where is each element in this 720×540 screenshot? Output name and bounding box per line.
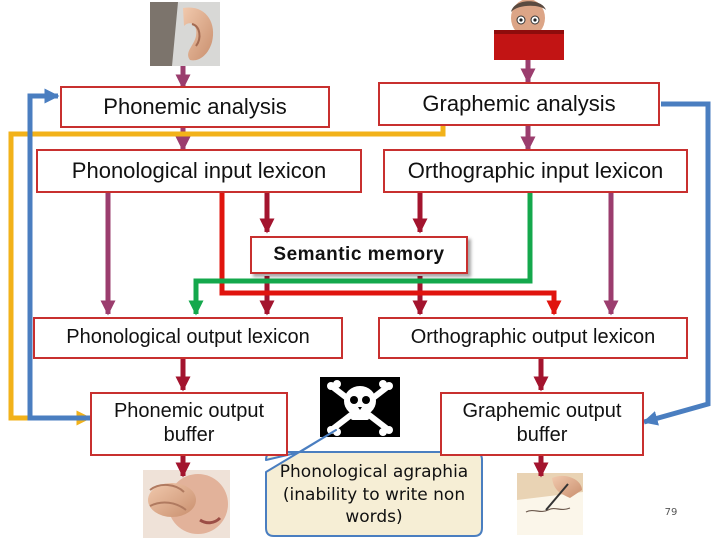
phonological-input-lexicon-box: Phonological input lexicon — [36, 149, 362, 193]
orthographic-input-lexicon-label: Orthographic input lexicon — [407, 158, 664, 184]
mouth-photo — [143, 470, 230, 538]
phonemic-output-buffer-box: Phonemic output buffer — [90, 392, 288, 456]
phonological-agraphia-callout: Phonological agraphia (inability to writ… — [266, 454, 482, 536]
graphemic-analysis-label: Graphemic analysis — [422, 91, 616, 117]
callout-label: Phonological agraphia (inability to writ… — [279, 461, 469, 528]
arrow-blue-left-route — [27, 88, 90, 421]
phonemic-analysis-label: Phonemic analysis — [103, 94, 287, 120]
graphemic-output-buffer-label: Graphemic output buffer — [462, 400, 622, 446]
ear-photo — [150, 2, 220, 66]
orthographic-output-lexicon-label: Orthographic output lexicon — [410, 326, 656, 349]
phonological-output-lexicon-box: Phonological output lexicon — [33, 317, 343, 359]
slide-number: 79 — [664, 507, 678, 518]
arrow-red-lexical-route — [219, 192, 562, 316]
phonemic-output-buffer-label: Phonemic output buffer — [113, 400, 265, 446]
phonological-output-lexicon-label: Phonological output lexicon — [66, 326, 310, 349]
orthographic-input-lexicon-box: Orthographic input lexicon — [383, 149, 688, 193]
graphemic-output-buffer-box: Graphemic output buffer — [440, 392, 644, 456]
writing-hand-photo — [517, 473, 583, 535]
skull-crossbones-icon — [320, 377, 400, 437]
phonemic-analysis-box: Phonemic analysis — [60, 86, 330, 128]
arrow-blue-right-route — [642, 101, 711, 426]
phonological-input-lexicon-label: Phonological input lexicon — [71, 158, 327, 184]
arrow-green-route — [188, 192, 533, 316]
semantic-memory-box: Semantic memory — [250, 236, 468, 274]
graphemic-analysis-box: Graphemic analysis — [378, 82, 660, 126]
semantic-memory-label: Semantic memory — [273, 243, 445, 265]
orthographic-output-lexicon-box: Orthographic output lexicon — [378, 317, 688, 359]
reader-photo — [494, 0, 564, 60]
